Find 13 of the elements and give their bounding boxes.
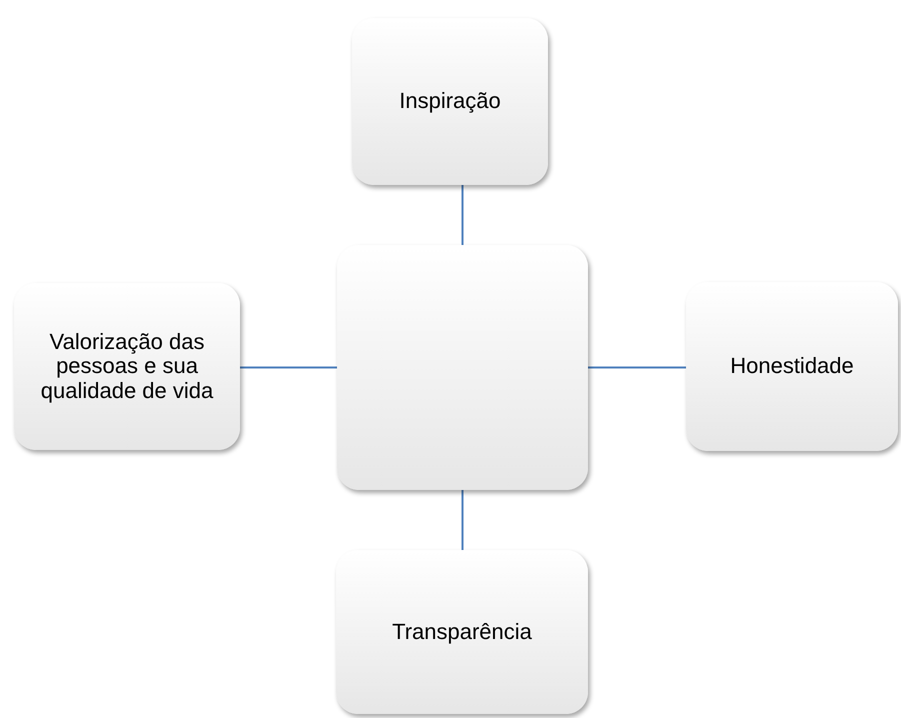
box-label: Transparência [392,620,532,644]
box-label: Honestidade [730,354,854,379]
center-box [337,245,588,490]
topic-box [14,283,240,450]
topic-box [336,550,588,714]
connector-line [588,366,686,368]
box-label: Inspiração [399,89,501,114]
connector-line [462,185,464,245]
connector-line [240,366,337,368]
box-label: Valorização das pessoas e sua qualidade de vida [40,330,214,403]
connector-line [462,490,464,550]
topic-box [686,282,898,451]
topic-box [352,18,548,185]
